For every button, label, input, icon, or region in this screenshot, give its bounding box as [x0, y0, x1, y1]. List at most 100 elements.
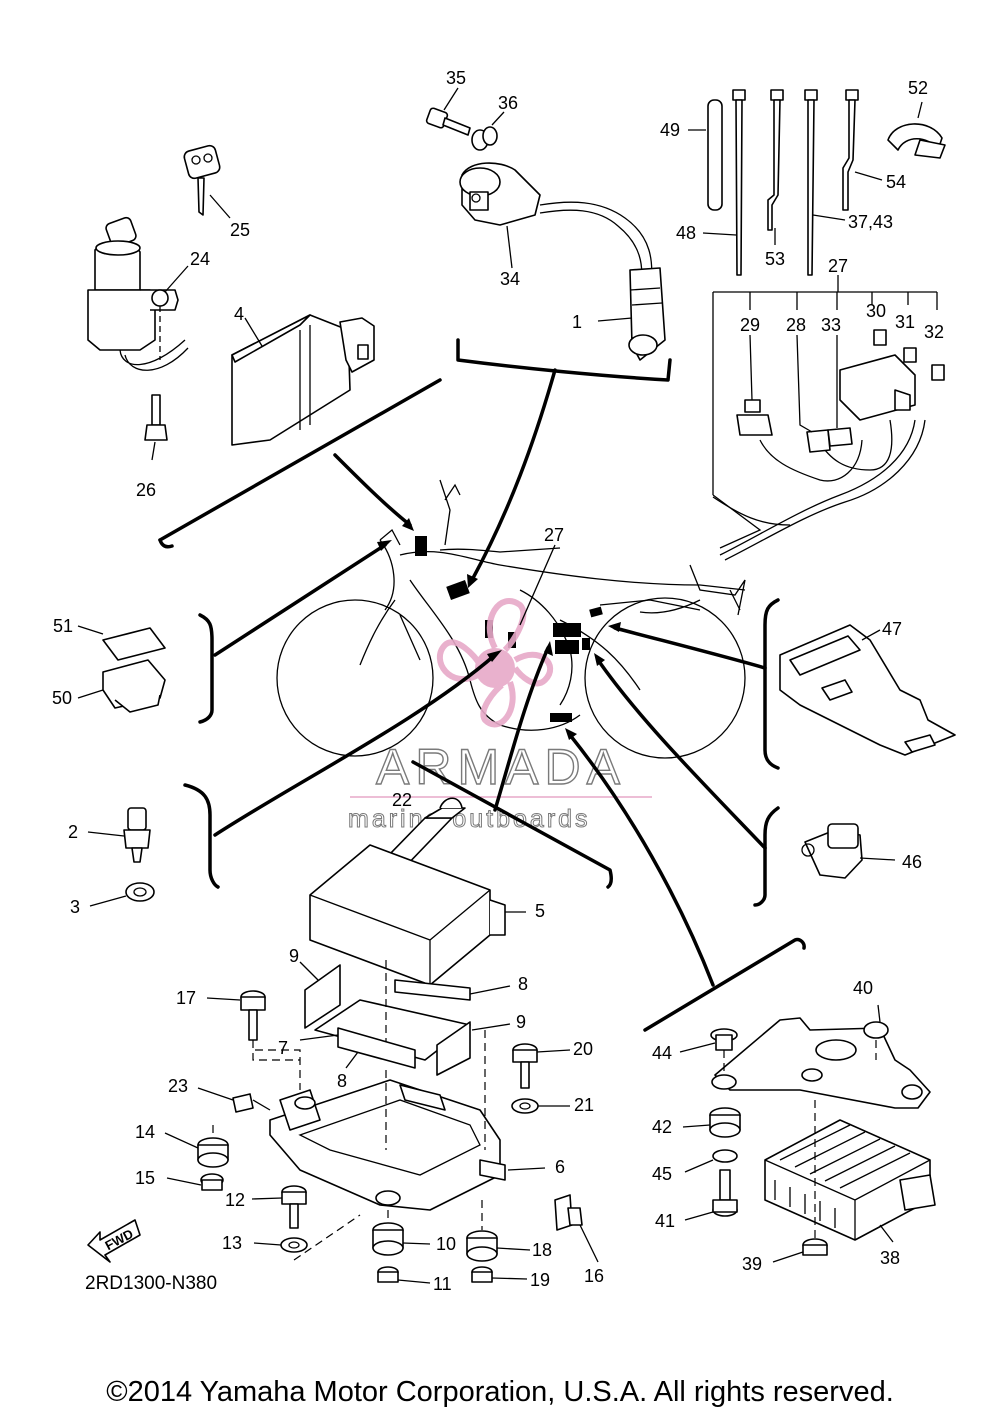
main-switch-part-24 — [87, 216, 189, 371]
sensor-part-2 — [87, 807, 151, 863]
ecu-part-4 — [231, 314, 375, 446]
bolt-part-20 — [512, 1043, 571, 1089]
callout-35: 35 — [446, 68, 466, 88]
holder-part-50 — [77, 659, 166, 713]
callout-6: 6 — [555, 1157, 565, 1177]
cable-tie-part-37-43 — [804, 89, 846, 276]
callout-48: 48 — [676, 223, 696, 243]
callout-40: 40 — [853, 978, 873, 998]
pad-part-9b — [436, 1021, 511, 1076]
bolt-part-35 — [425, 87, 471, 136]
tube-part-49 — [688, 99, 723, 211]
callout-34: 34 — [500, 269, 520, 289]
wire-harness-part-27 — [712, 275, 945, 561]
clip-part-16 — [554, 1194, 599, 1263]
nut-part-36 — [471, 111, 505, 151]
fuse-part-23 — [197, 1087, 271, 1113]
pad-part-8b — [299, 1027, 416, 1069]
collar-part-19 — [471, 1266, 528, 1283]
damper-part-10 — [372, 1210, 431, 1256]
leader-lines — [213, 368, 791, 987]
key-part-25 — [183, 144, 231, 219]
washer-part-45 — [684, 1149, 738, 1173]
callout-39: 39 — [742, 1254, 762, 1274]
callout-23: 23 — [168, 1076, 188, 1096]
callout-13: 13 — [222, 1233, 242, 1253]
callout-25: 25 — [230, 220, 250, 240]
damper-part-14 — [164, 1125, 229, 1168]
callout-52: 52 — [908, 78, 928, 98]
callout-5: 5 — [535, 901, 545, 921]
callout-31: 31 — [895, 312, 915, 332]
battery-part-5 — [309, 844, 526, 986]
callout-9a: 9 — [289, 946, 299, 966]
pad-part-8a — [394, 979, 511, 1001]
callout-32: 32 — [924, 322, 944, 342]
rectifier-regulator-part-38 — [764, 1100, 936, 1250]
washer-part-13 — [253, 1214, 361, 1261]
callout-26: 26 — [136, 480, 156, 500]
callout-45: 45 — [652, 1164, 672, 1184]
callout-49: 49 — [660, 120, 680, 140]
callout-17: 17 — [176, 988, 196, 1008]
callout-30: 30 — [866, 301, 886, 321]
callout-28: 28 — [786, 315, 806, 335]
callout-2: 2 — [68, 822, 78, 842]
callout-7: 7 — [278, 1038, 288, 1058]
callout-53: 53 — [765, 249, 785, 269]
callout-4: 4 — [234, 304, 244, 324]
group-brackets — [158, 338, 806, 1032]
callout-38: 38 — [880, 1248, 900, 1268]
callout-36: 36 — [498, 93, 518, 113]
callout-9b: 9 — [516, 1012, 526, 1032]
callout-27b: 27 — [544, 525, 564, 545]
cable-tie-part-48 — [702, 89, 746, 276]
callout-8a: 8 — [518, 974, 528, 994]
forward-arrow-icon: FWD — [87, 1219, 141, 1263]
part-code: 2RD1300-N380 — [85, 1273, 217, 1294]
callout-41: 41 — [655, 1211, 675, 1231]
sensor-part-46 — [801, 823, 896, 879]
callout-3: 3 — [70, 897, 80, 917]
callout-8b: 8 — [337, 1071, 347, 1091]
copyright-notice: ©2014 Yamaha Motor Corporation, U.S.A. A… — [106, 1376, 894, 1408]
bolt-part-39 — [772, 1238, 828, 1263]
callout-10: 10 — [436, 1234, 456, 1254]
collar-part-11 — [377, 1266, 431, 1284]
cable-tie-part-54 — [842, 89, 883, 211]
callout-15: 15 — [135, 1168, 155, 1188]
cable-tie-part-53 — [767, 89, 784, 245]
callout-46: 46 — [902, 852, 922, 872]
callout-22: 22 — [392, 790, 412, 810]
motorcycle-outline — [276, 479, 746, 759]
damper-part-42 — [682, 1107, 741, 1138]
callout-51: 51 — [53, 616, 73, 636]
bolt-part-17 — [206, 990, 300, 1061]
callout-54: 54 — [886, 172, 906, 192]
watermark: ARMADA marine outboards — [348, 598, 652, 834]
callout-42: 42 — [652, 1117, 672, 1137]
forward-arrow-label: FWD — [102, 1226, 135, 1253]
callout-14: 14 — [135, 1122, 155, 1142]
callout-11: 11 — [433, 1274, 452, 1294]
callout-24: 24 — [190, 249, 210, 269]
callout-44: 44 — [652, 1043, 672, 1063]
pad-part-51 — [77, 625, 166, 661]
bracket-part-40 — [714, 1004, 931, 1109]
cover-part-47 — [779, 624, 956, 756]
callout-29: 29 — [740, 315, 760, 335]
pad-part-9a — [299, 961, 341, 1029]
callout-1: 1 — [572, 312, 582, 332]
bolt-part-26 — [144, 394, 168, 461]
watermark-tagline: marine outboards — [348, 805, 591, 833]
spark-plug-cap-part-1 — [597, 267, 666, 361]
callout-20: 20 — [573, 1039, 593, 1059]
bolt-part-12 — [251, 1185, 307, 1229]
callout-16: 16 — [584, 1266, 604, 1286]
callout-labels: 1 2 3 4 5 6 7 8 8 9 9 10 11 12 13 14 15 … — [52, 68, 944, 1294]
collar-part-44 — [679, 1028, 738, 1090]
ignition-coil-part-34 — [459, 162, 653, 291]
callout-50: 50 — [52, 688, 72, 708]
callout-12: 12 — [225, 1190, 245, 1210]
